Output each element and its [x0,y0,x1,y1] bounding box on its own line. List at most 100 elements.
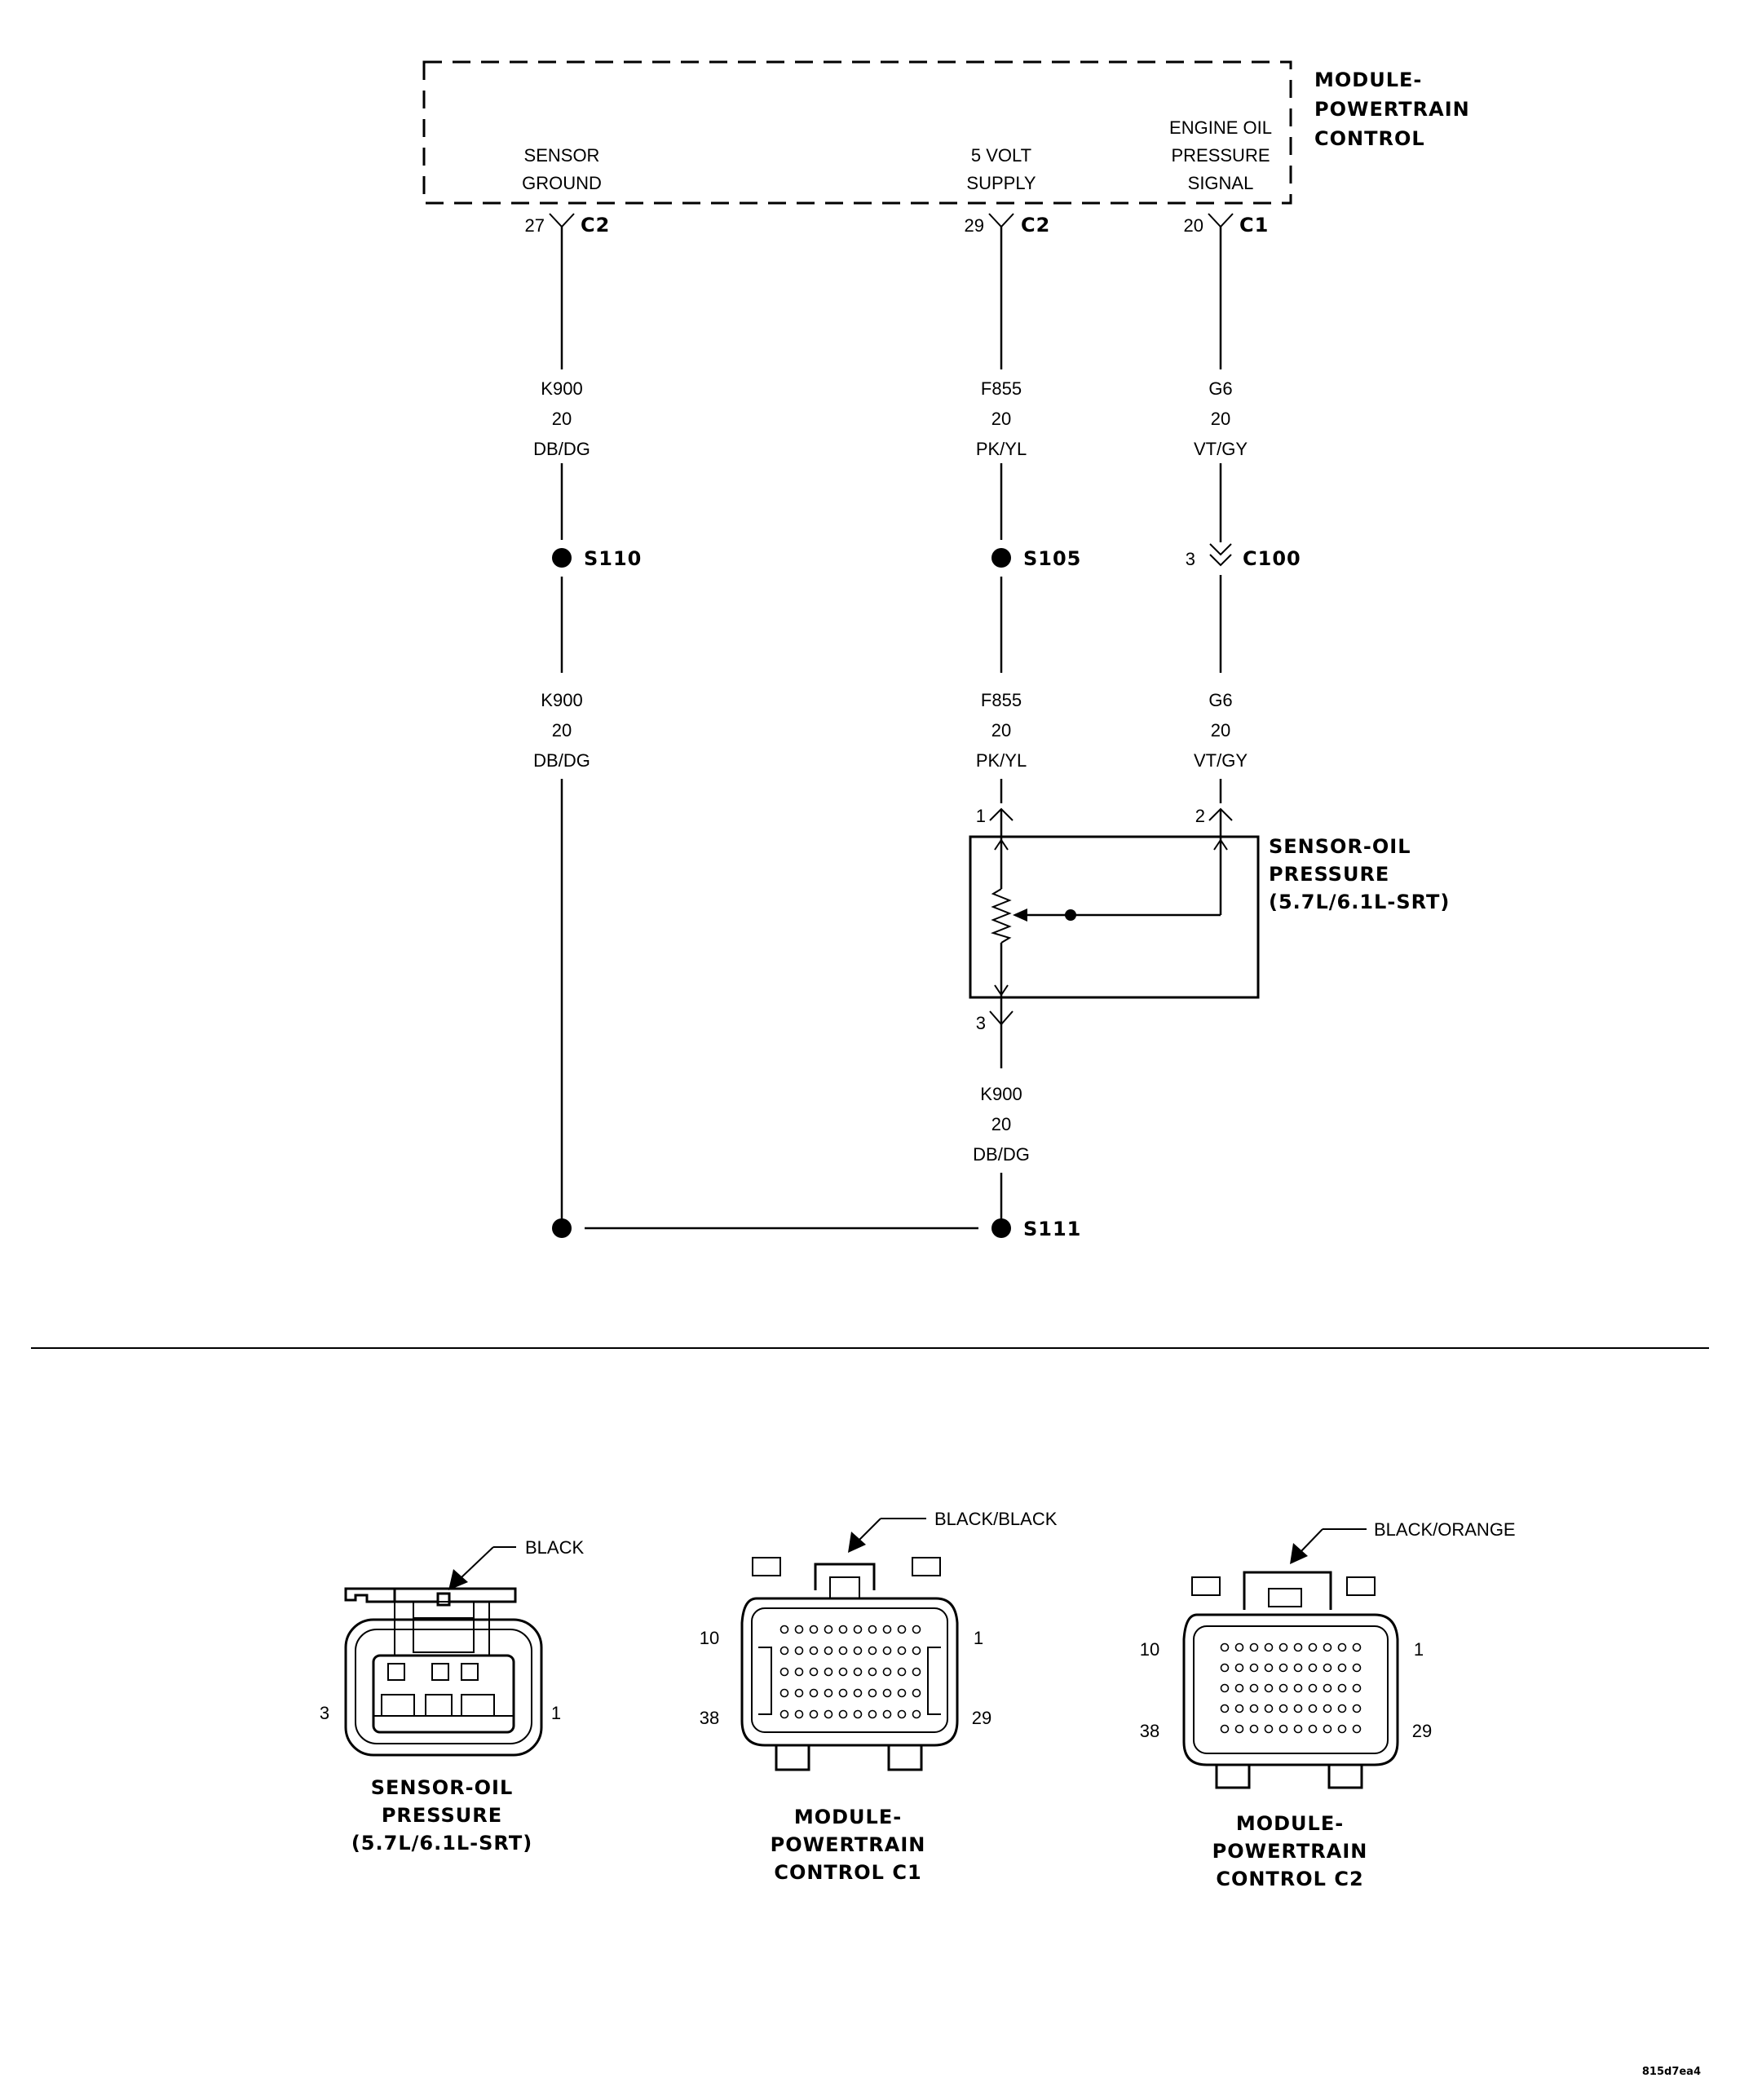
sensor-pin-3: 3 [976,997,1014,1068]
connector-c1-pin-grid [779,1625,921,1719]
pin-cavity [1264,1642,1274,1652]
connector-c1-pin-10: 10 [700,1628,719,1648]
module-title-line-2: POWERTRAIN [1314,98,1470,121]
pin-cavity [1293,1663,1303,1673]
pin-cavity [1249,1663,1259,1673]
pin-cavity [1352,1642,1362,1652]
pin-cavity [1264,1683,1274,1693]
pin-cavity [912,1688,921,1698]
wire-label-f855-mid: F855 20 PK/YL [976,690,1027,771]
pin-cavity [882,1625,892,1634]
pin-cavity [779,1709,789,1719]
wire-gauge: 20 [991,720,1011,741]
module-title: MODULE- POWERTRAIN CONTROL [1314,69,1470,150]
pin-cavity [779,1688,789,1698]
wire-label-k900-return: K900 20 DB/DG [973,1084,1030,1165]
pin-number-29: 29 [965,215,984,236]
sensor-title-line-1: SENSOR-OIL [1269,835,1411,858]
connector-title-line-3: CONTROL C1 [774,1861,921,1884]
module-title-line-3: CONTROL [1314,127,1425,150]
pin-cavity [1323,1704,1332,1713]
pin-number-20: 20 [1184,215,1203,236]
connector-c1-pin-1: 1 [974,1628,983,1648]
connector-c2-pin-38: 38 [1140,1721,1159,1741]
wire-gauge: 20 [991,409,1011,429]
pin-cavity [809,1688,819,1698]
pin-cavity [1234,1642,1244,1652]
pin-cavity [853,1625,863,1634]
connector-pin-1: 1 [551,1703,561,1723]
pin-cavity [838,1688,848,1698]
pin-cavity [1293,1704,1303,1713]
connector-view-sensor: BLACK 3 1 SENSOR-OIL PRESSURE (5.7L/6.1L… [320,1537,585,1855]
potentiometer-symbol [990,837,1228,997]
module-box [422,60,1292,205]
pin-cavity [838,1709,848,1719]
connector-c2-label: C2 [1021,214,1050,237]
sensor-pin-3-label: 3 [976,1013,986,1033]
sensor-title-line-2: PRESSURE [1269,863,1389,886]
pin-number-27: 27 [525,215,545,236]
pin-cavity [897,1688,907,1698]
splice-s111: S111 [552,1218,1080,1240]
wire-gauge: 20 [552,409,572,429]
pin-function-5v-supply-1: 5 VOLT [971,145,1031,166]
connector-title-line-1: MODULE- [794,1806,902,1828]
pin-cavity [1337,1663,1347,1673]
pin-cavity [1323,1663,1332,1673]
connector-c2-pin-grid [1220,1642,1362,1734]
pin-cavity [824,1667,833,1677]
pin-cavity [1323,1724,1332,1734]
pin-cavity [853,1709,863,1719]
module-title-line-1: MODULE- [1314,69,1422,91]
splice-s105: S105 [991,547,1080,570]
sensor-pin-2-label: 2 [1195,806,1205,826]
pin-cavity [824,1625,833,1634]
connector-c2-pin-1: 1 [1414,1639,1424,1660]
connector-title-line-1: SENSOR-OIL [371,1776,514,1799]
pin-cavity [868,1625,877,1634]
wire-color: DB/DG [973,1144,1030,1165]
connector-title-line-2: PRESSURE [382,1804,502,1827]
connector-color-black: BLACK [525,1537,584,1558]
pin-cavity [838,1646,848,1656]
pin-cavity [912,1646,921,1656]
wire-code: F855 [981,378,1022,399]
wire-code: G6 [1208,690,1232,710]
pin-cavity [1352,1724,1362,1734]
pin-cavity [868,1709,877,1719]
wire-gauge: 20 [1211,409,1230,429]
pin-cavity [1279,1724,1288,1734]
connector-title-line-2: POWERTRAIN [1212,1840,1368,1863]
wire-code: K900 [980,1084,1022,1104]
pin-function-oil-signal-3: SIGNAL [1188,173,1254,193]
pin-cavity [824,1709,833,1719]
pin-cavity [853,1646,863,1656]
pin-cavity [1279,1704,1288,1713]
inline-connector-name: C100 [1243,547,1301,570]
pin-cavity [1323,1683,1332,1693]
pin-cavity [1264,1724,1274,1734]
connector-c2-pin-10: 10 [1140,1639,1159,1660]
pin-cavity [897,1709,907,1719]
wire-color: VT/GY [1194,439,1248,459]
pin-cavity [1234,1724,1244,1734]
wire-code: G6 [1208,378,1232,399]
pin-cavity [853,1667,863,1677]
pin-cavity [794,1625,804,1634]
wire-color: VT/GY [1194,750,1248,771]
sensor-pin-1: 1 [976,806,1014,837]
pin-cavity [1308,1683,1318,1693]
pin-cavity [1308,1663,1318,1673]
pin-cavity [809,1646,819,1656]
connector-pin-3: 3 [320,1703,329,1723]
pin-cavity [1337,1683,1347,1693]
pin-cavity [1220,1704,1230,1713]
pin-cavity [868,1646,877,1656]
pin-cavity [1323,1642,1332,1652]
pin-cavity [1249,1724,1259,1734]
connector-c1-pin-38: 38 [700,1708,719,1728]
pin-cavity [1264,1704,1274,1713]
pin-cavity [1337,1642,1347,1652]
